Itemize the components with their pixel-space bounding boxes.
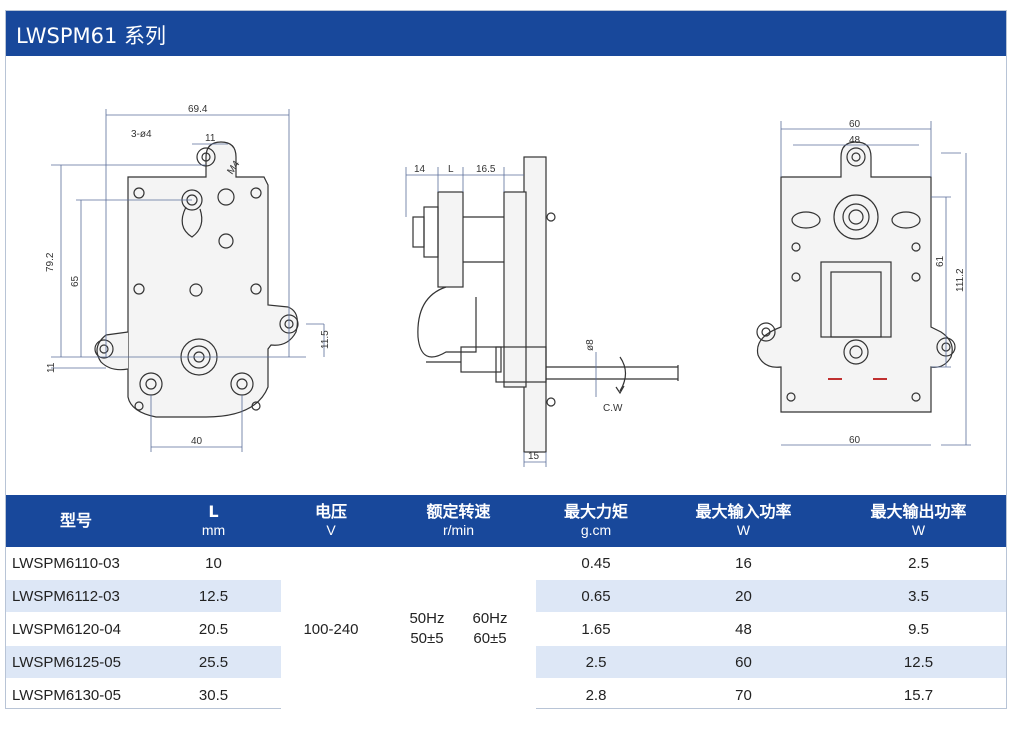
cell-l: 10 — [146, 547, 281, 580]
dim-16-5: 16.5 — [476, 164, 496, 175]
header-model: 型号 — [6, 495, 146, 547]
dim-phi8: ø8 — [585, 339, 596, 351]
technical-drawings: 69.4 3-ø4 11 M4 79.2 65 11 11.5 40 — [6, 57, 1006, 494]
cell-output-power: 3.5 — [831, 579, 1006, 613]
dim-cw: C.W — [603, 403, 623, 414]
cell-model: LWSPM6125-05 — [6, 645, 146, 679]
cell-model: LWSPM6110-03 — [6, 547, 146, 580]
freq-60hz: 60Hz — [472, 610, 508, 627]
cell-model: LWSPM6120-04 — [6, 612, 146, 646]
cell-model: LWSPM6112-03 — [6, 579, 146, 613]
cell-l: 25.5 — [146, 645, 281, 679]
spec-sheet: LWSPM61 系列 — [5, 10, 1007, 712]
cell-speed: 50Hz 50±5 60Hz 60±5 — [381, 547, 536, 712]
cell-torque: 2.5 — [536, 645, 656, 679]
dim-79-2: 79.2 — [45, 252, 56, 272]
dim-11-5: 11.5 — [320, 330, 331, 349]
cell-l: 12.5 — [146, 579, 281, 613]
page-title: LWSPM61 系列 — [16, 24, 167, 48]
dim-61: 61 — [935, 255, 946, 267]
dim-48: 48 — [849, 135, 861, 146]
speed-50: 50±5 — [410, 630, 444, 647]
cell-torque: 0.45 — [536, 547, 656, 580]
dim-60-top: 60 — [849, 119, 861, 130]
dim-65: 65 — [70, 275, 81, 287]
dim-15: 15 — [528, 451, 540, 462]
cell-output-power: 9.5 — [831, 612, 1006, 646]
dim-3-phi4: 3-ø4 — [131, 129, 152, 140]
dim-14: 14 — [414, 164, 426, 175]
table-row: LWSPM6125-05 25.5 2.5 60 12.5 — [6, 645, 1006, 679]
cell-output-power: 15.7 — [831, 678, 1006, 712]
side-view-drawing: 14 L 16.5 ø8 C.W 15 — [405, 156, 679, 467]
cell-torque: 0.65 — [536, 579, 656, 613]
drawings-svg: 69.4 3-ø4 11 M4 79.2 65 11 11.5 40 — [45, 104, 971, 467]
dim-60-bottom: 60 — [849, 435, 861, 446]
cell-torque: 2.8 — [536, 678, 656, 712]
dim-11-left: 11 — [46, 362, 57, 373]
cell-l: 20.5 — [146, 612, 281, 646]
cell-output-power: 12.5 — [831, 645, 1006, 679]
cell-input-power: 60 — [656, 645, 831, 679]
cell-torque: 1.65 — [536, 612, 656, 646]
dim-111-2: 111.2 — [955, 268, 966, 292]
speed-60: 60±5 — [473, 630, 507, 647]
rear-view-drawing: 60 48 61 111.2 60 — [756, 119, 971, 446]
cell-l: 30.5 — [146, 678, 281, 712]
front-view-drawing: 69.4 3-ø4 11 M4 79.2 65 11 11.5 40 — [45, 104, 331, 452]
cell-input-power: 48 — [656, 612, 831, 646]
dim-l: L — [448, 164, 454, 175]
table-row: LWSPM6110-03 10 100-240 50Hz 50±5 60Hz 60±… — [6, 547, 1006, 712]
dim-40: 40 — [191, 436, 203, 447]
cell-output-power: 2.5 — [831, 547, 1006, 580]
freq-50hz: 50Hz — [409, 610, 445, 627]
cell-input-power: 16 — [656, 547, 831, 580]
cell-model: LWSPM6130-05 — [6, 678, 146, 712]
dim-11-top: 11 — [205, 133, 216, 144]
title-bar: LWSPM61 系列 — [6, 11, 1006, 56]
table-row: LWSPM6130-05 30.5 2.8 70 15.7 — [6, 678, 1006, 712]
dim-69-4: 69.4 — [188, 104, 208, 115]
cell-voltage: 100-240 — [281, 547, 381, 712]
cell-input-power: 70 — [656, 678, 831, 712]
table-row: LWSPM6120-04 20.5 1.65 48 9.5 — [6, 612, 1006, 646]
table-row: LWSPM6112-03 12.5 0.65 20 3.5 — [6, 579, 1006, 613]
cell-input-power: 20 — [656, 579, 831, 613]
